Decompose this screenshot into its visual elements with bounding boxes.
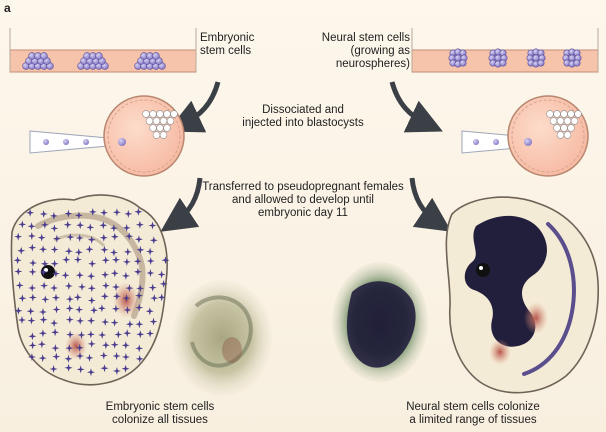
curved-arrow-icon — [409, 177, 452, 232]
es-cell-dish — [9, 28, 197, 73]
neurosphere-dish — [411, 28, 599, 73]
curved-arrow-icon — [167, 81, 221, 133]
ns-result-caption: Neural stem cells colonize a limited ran… — [406, 401, 540, 426]
transfer-step-label: Transferred to pseudopregnant females an… — [202, 181, 404, 219]
injection-step-label: Dissociated and injected into blastocyst… — [242, 104, 364, 129]
curved-arrow-icon — [160, 177, 203, 232]
curved-arrow-icon — [389, 81, 443, 133]
neurosphere-colonies — [448, 48, 582, 68]
embryonic-stem-cells-label: Embryonic stem cells — [200, 32, 255, 57]
es-result-caption: Embryonic stem cells colonize all tissue… — [105, 401, 215, 426]
panel-label: a — [4, 1, 11, 15]
es-chimera-photo — [172, 280, 272, 396]
ns-chimera-embryo — [445, 196, 600, 394]
right-blastocyst-injection — [461, 95, 589, 177]
es-cell-colonies — [22, 52, 166, 70]
neural-stem-cells-label: Neural stem cells (growing as neurospher… — [321, 32, 410, 70]
ns-chimera-photo — [332, 262, 428, 382]
left-blastocyst-injection — [29, 95, 185, 177]
es-chimera-embryo — [10, 194, 170, 386]
